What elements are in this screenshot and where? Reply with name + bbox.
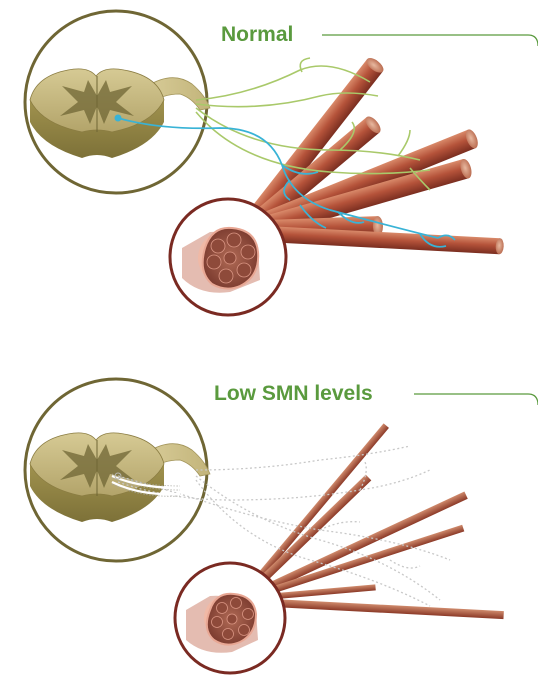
low-smn-panel <box>25 379 538 673</box>
normal-muscle-fibers <box>250 55 504 254</box>
normal-label-leader-line <box>322 35 538 46</box>
normal-panel <box>25 11 538 315</box>
low-smn-label-leader-line <box>414 394 538 405</box>
normal-motor-neuron-cell <box>115 115 122 122</box>
